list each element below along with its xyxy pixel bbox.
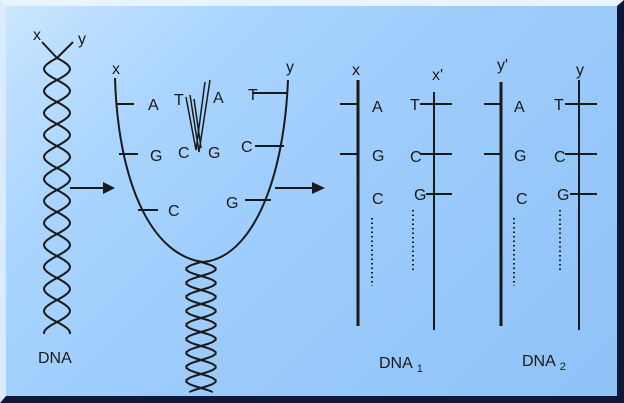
label-y-dna2: y: [576, 62, 584, 79]
arrow-right-1: [70, 182, 115, 194]
fork-base-c-mid: C: [178, 145, 190, 162]
dna1-base-g-low: G: [414, 187, 426, 204]
helix-strand-b: [43, 57, 71, 334]
fork-base-g-low: G: [226, 195, 238, 212]
fork-base-g-mid: G: [208, 145, 220, 162]
dna2-base-g-low: G: [557, 187, 569, 204]
replication-fork: x y A T A T G C G C C G: [112, 59, 294, 393]
dna2-base-g: G: [514, 148, 526, 165]
label-x-fork: x: [112, 61, 120, 78]
label-x-left: x: [33, 27, 41, 44]
helix-arm-y: [56, 41, 74, 59]
dna2-base-a: A: [514, 99, 525, 116]
fork-base-g-left: G: [150, 148, 162, 165]
label-y-prime-dna2: y': [497, 57, 508, 74]
dna1-base-c-low: C: [372, 191, 384, 208]
label-x-dna1: x: [352, 62, 360, 79]
dna-helix-left: x y DNA: [33, 27, 86, 367]
arrow-right-2: [275, 182, 325, 194]
label-y-left: y: [78, 31, 86, 48]
fork-base-a-mid: A: [213, 90, 224, 107]
dna1-base-a: A: [372, 99, 383, 116]
fork-base-c-right: C: [241, 139, 253, 156]
dna2-base-c: C: [554, 149, 566, 166]
fork-base-c-low: C: [168, 203, 180, 220]
dna1-base-t: T: [410, 97, 420, 114]
fork-base-t-mid: T: [174, 92, 184, 109]
dna1-base-c: C: [410, 149, 422, 166]
fork-helix-strand-a: [185, 261, 217, 393]
helix-strand-a: [43, 57, 71, 334]
dna1-base-g: G: [372, 148, 384, 165]
helix-arm-x: [41, 41, 58, 59]
label-dna: DNA: [38, 350, 72, 367]
fork-helix-strand-b: [185, 261, 217, 393]
fork-base-t-right: T: [248, 87, 258, 104]
label-x-prime-dna1: x': [432, 67, 443, 84]
dna2-base-t: T: [554, 97, 564, 114]
fork-base-a-left: A: [148, 97, 159, 114]
dna2-base-c-low: C: [516, 191, 528, 208]
label-y-fork: y: [286, 59, 294, 76]
